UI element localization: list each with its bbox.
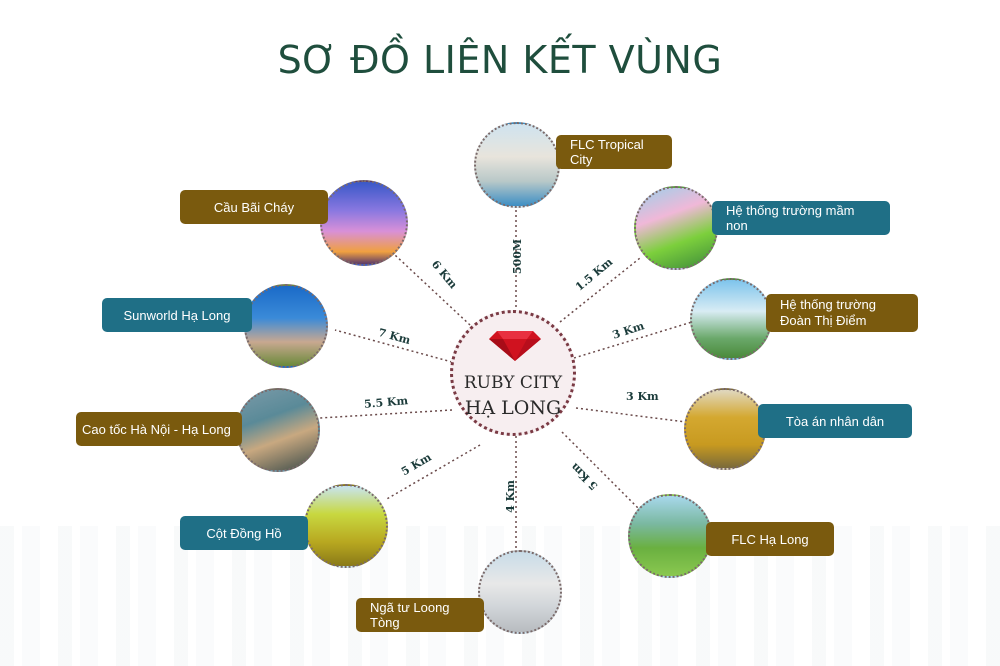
label-flc-ha-long: FLC Hạ Long — [706, 522, 834, 556]
center-title-line2: HẠ LONG — [464, 397, 562, 419]
center-title-line1: RUBY CITY — [463, 373, 563, 393]
photo-flc-ha-long — [628, 494, 712, 578]
photo-cao-toc-ha-noi-ha-long — [236, 388, 320, 472]
label-cao-toc-ha-noi-ha-long: Cao tốc Hà Nội - Hạ Long — [76, 412, 242, 446]
photo-cau-bai-chay — [320, 180, 408, 266]
page-title: SƠ ĐỒ LIÊN KẾT VÙNG — [277, 38, 723, 82]
photo-nga-tu-loong-tong — [478, 550, 562, 634]
label-nga-tu-loong-tong: Ngã tư Loong Tòng — [356, 598, 484, 632]
photo-cot-dong-ho — [304, 484, 388, 568]
distance-toa-an-nhan-dan: 3 Km — [626, 390, 659, 403]
label-doan-thi-diem: Hệ thống trường Đoàn Thị Điểm — [766, 294, 918, 332]
label-sunworld-ha-long: Sunworld Hạ Long — [102, 298, 252, 332]
distance-flc-tropical-city: 500M — [511, 238, 525, 275]
distance-nga-tu-loong-tong: 4 Km — [503, 480, 517, 513]
photo-truong-mam-non — [634, 186, 718, 270]
ruby-gem-icon — [489, 331, 541, 361]
photo-sunworld-ha-long — [244, 284, 328, 368]
center-ruby-city: RUBY CITY HẠ LONG — [450, 310, 576, 436]
photo-flc-tropical-city — [474, 122, 560, 208]
photo-toa-an-nhan-dan — [684, 388, 766, 470]
label-cau-bai-chay: Cầu Bãi Cháy — [180, 190, 328, 224]
label-flc-tropical-city: FLC Tropical City — [556, 135, 672, 169]
label-truong-mam-non: Hệ thống trường mầm non — [712, 201, 890, 235]
label-toa-an-nhan-dan: Tòa án nhân dân — [758, 404, 912, 438]
photo-doan-thi-diem — [690, 278, 772, 360]
label-cot-dong-ho: Cột Đồng Hồ — [180, 516, 308, 550]
